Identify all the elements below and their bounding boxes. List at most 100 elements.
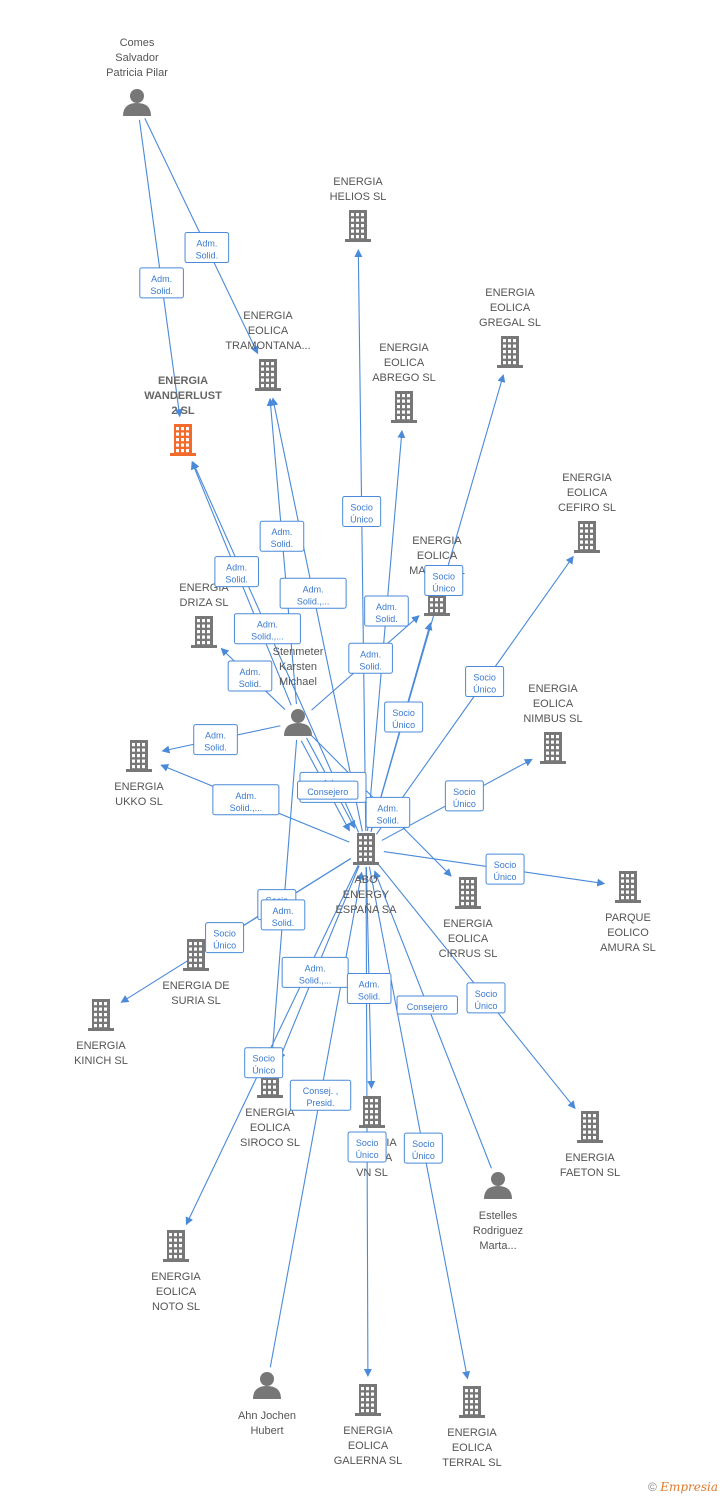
edge-label[interactable]: Adm.Solid. bbox=[184, 232, 230, 264]
building-icon[interactable] bbox=[126, 740, 152, 772]
edge-label-box[interactable] bbox=[424, 565, 464, 597]
edge-label[interactable]: Consejero bbox=[297, 780, 359, 800]
edge-label-box[interactable] bbox=[444, 780, 484, 812]
building-icon[interactable] bbox=[359, 1096, 385, 1128]
edge-label[interactable]: Adm.Solid. bbox=[259, 520, 305, 552]
edge-label-box[interactable] bbox=[139, 267, 184, 299]
edge-label[interactable]: Adm.Solid. bbox=[346, 973, 392, 1005]
edge-label[interactable]: Adm.Solid. bbox=[214, 556, 259, 588]
edge-label[interactable]: Adm.Solid. bbox=[139, 267, 184, 299]
edge-label-box[interactable] bbox=[281, 956, 349, 988]
edge-label-box[interactable] bbox=[342, 495, 382, 527]
edge-label-box[interactable] bbox=[184, 232, 230, 264]
edge-label-box[interactable] bbox=[465, 666, 505, 698]
building-icon[interactable] bbox=[255, 359, 281, 391]
node-tramontana[interactable]: ENERGIAEOLICATRAMONTANA... bbox=[225, 310, 311, 391]
edge-label-box[interactable] bbox=[384, 701, 424, 733]
building-icon[interactable] bbox=[497, 336, 523, 368]
building-icon[interactable] bbox=[455, 877, 481, 909]
person-icon[interactable] bbox=[253, 1372, 281, 1399]
edge-label[interactable]: Adm.Solid.,... bbox=[233, 613, 301, 645]
edge-label[interactable]: Adm.Solid. bbox=[348, 642, 393, 674]
building-icon[interactable] bbox=[577, 1111, 603, 1143]
person-icon[interactable] bbox=[484, 1172, 512, 1199]
building-icon[interactable] bbox=[163, 1230, 189, 1262]
edge-label-box[interactable] bbox=[365, 796, 411, 828]
edge-label-box[interactable] bbox=[289, 1079, 352, 1111]
edge-label-box[interactable] bbox=[466, 982, 506, 1014]
edge-label[interactable]: Adm.Solid.,... bbox=[281, 956, 349, 988]
edge-label-box[interactable] bbox=[244, 1047, 284, 1079]
edge-label-box[interactable] bbox=[297, 780, 359, 800]
edge-label-box[interactable] bbox=[193, 724, 238, 756]
edge-label-box[interactable] bbox=[364, 595, 409, 627]
edge-label-box[interactable] bbox=[233, 613, 301, 645]
edge-label[interactable]: Adm.Solid.,... bbox=[212, 784, 280, 816]
building-icon[interactable] bbox=[615, 871, 641, 903]
edge-label-box[interactable] bbox=[348, 642, 393, 674]
edge-label[interactable]: Adm.Solid.,... bbox=[279, 577, 347, 609]
edge-label[interactable]: Adm.Solid. bbox=[227, 660, 273, 692]
person-icon[interactable] bbox=[284, 709, 312, 736]
edge-label-box[interactable] bbox=[279, 577, 347, 609]
edge-label[interactable]: Consejero bbox=[396, 995, 458, 1015]
edge-label-box[interactable] bbox=[396, 995, 458, 1015]
edge-label[interactable]: Adm.Solid. bbox=[193, 724, 238, 756]
building-icon[interactable] bbox=[170, 424, 196, 456]
brand-logo[interactable]: Empresia bbox=[660, 1480, 718, 1494]
edge-label[interactable]: Adm.Solid. bbox=[364, 595, 409, 627]
edge-label-box[interactable] bbox=[214, 556, 259, 588]
edge-label-box[interactable] bbox=[347, 1131, 387, 1163]
edge-label-box[interactable] bbox=[259, 520, 305, 552]
edge-label-box[interactable] bbox=[227, 660, 273, 692]
edge-label-box[interactable] bbox=[212, 784, 280, 816]
node-estelles[interactable]: EstellesRodriguezMarta... bbox=[473, 1172, 523, 1252]
building-icon[interactable] bbox=[355, 1384, 381, 1416]
edge-label-box[interactable] bbox=[260, 899, 306, 931]
person-icon[interactable] bbox=[123, 89, 151, 116]
building-icon[interactable] bbox=[191, 616, 217, 648]
building-icon[interactable] bbox=[353, 833, 379, 865]
edge-label-box[interactable] bbox=[403, 1132, 443, 1164]
building-icon[interactable] bbox=[459, 1386, 485, 1418]
building-icon[interactable] bbox=[88, 999, 114, 1031]
building-icon[interactable] bbox=[574, 521, 600, 553]
edge-label-box[interactable] bbox=[346, 973, 392, 1005]
edge-label[interactable]: Consej. ,Presid. bbox=[289, 1079, 352, 1111]
edge-label[interactable]: Adm.Solid. bbox=[365, 796, 411, 828]
edge-label-box[interactable] bbox=[205, 922, 245, 954]
building-icon[interactable] bbox=[183, 939, 209, 971]
edge-label[interactable]: Adm.Solid. bbox=[260, 899, 306, 931]
edge-label-box[interactable] bbox=[485, 853, 525, 885]
building-icon[interactable] bbox=[391, 391, 417, 423]
building-icon[interactable] bbox=[540, 732, 566, 764]
